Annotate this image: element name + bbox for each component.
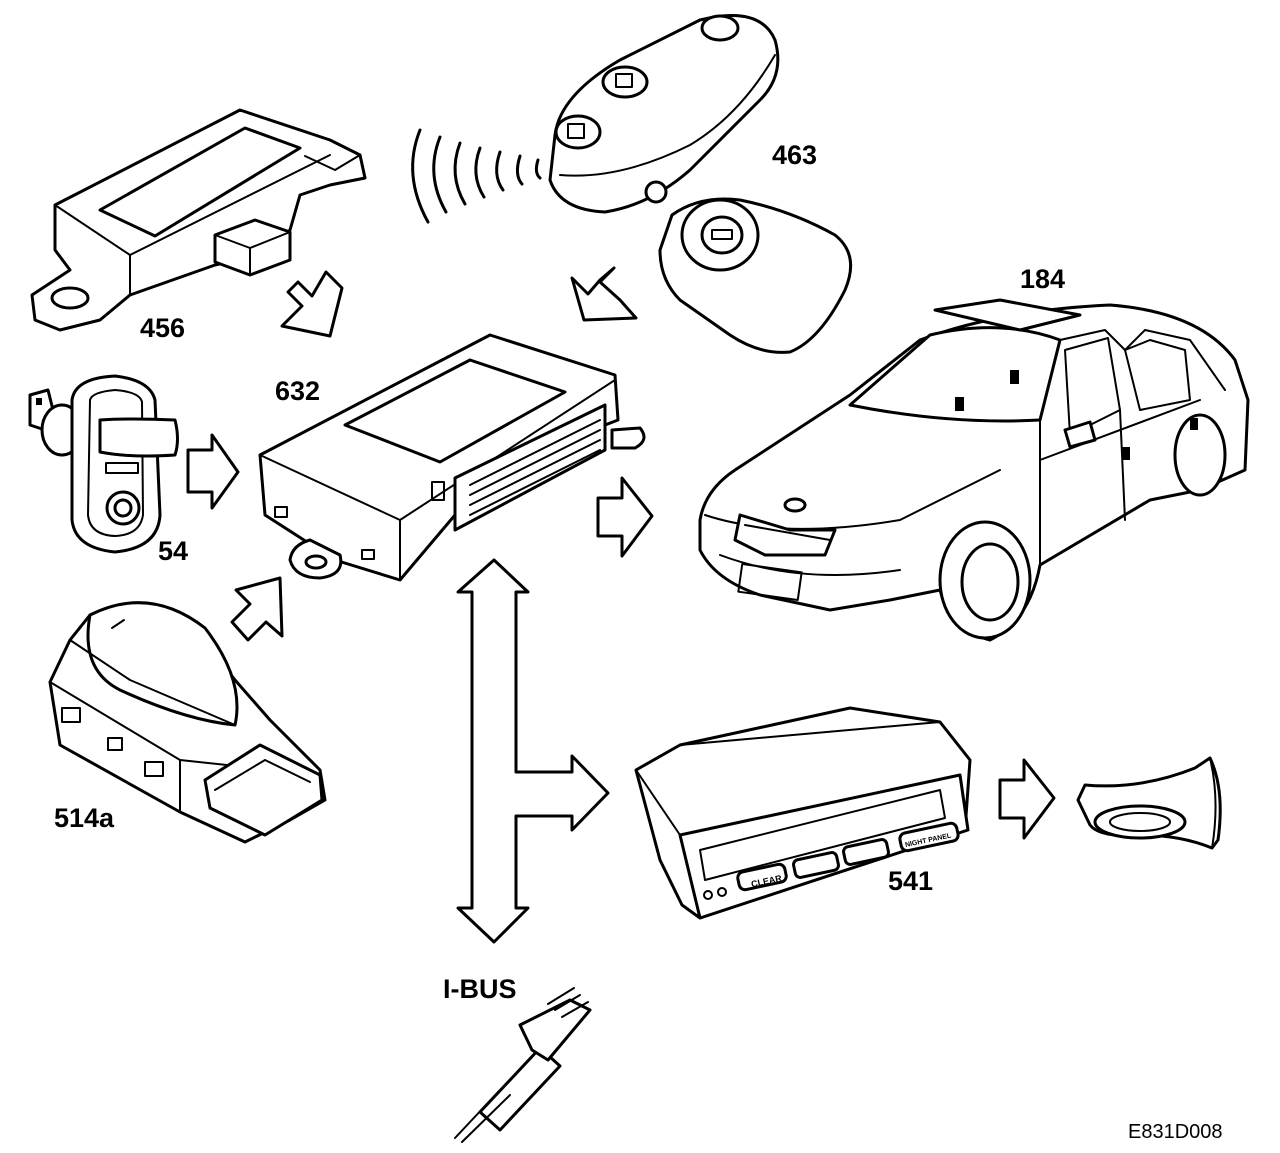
ibus-cable-icon xyxy=(454,987,592,1143)
ignition-switch xyxy=(658,197,853,354)
arrow-463-to-632-icon xyxy=(570,266,638,322)
label-463: 463 xyxy=(772,140,818,170)
label-ibus: I-BUS xyxy=(443,974,517,1004)
ibus-double-arrow-icon xyxy=(456,558,610,944)
control-module xyxy=(258,333,646,582)
label-54: 54 xyxy=(158,536,189,566)
arrow-541-to-horn-icon xyxy=(998,758,1056,840)
vehicle xyxy=(698,298,1250,642)
figure-id: E831D008 xyxy=(1128,1121,1223,1143)
rocker-switch xyxy=(48,601,327,844)
arrow-54-to-632-icon xyxy=(186,433,240,510)
display-panel: CLEAR NIGHT PANEL xyxy=(634,706,972,920)
door-switch xyxy=(28,374,179,554)
key-remote xyxy=(548,14,780,214)
label-456: 456 xyxy=(140,313,186,343)
arrow-632-to-184-icon xyxy=(596,476,654,558)
arrow-456-to-632-icon xyxy=(280,270,344,338)
alarm-sensor-unit xyxy=(30,108,367,332)
arrow-514a-to-632-icon xyxy=(230,576,284,642)
horn-icon xyxy=(1076,756,1222,850)
label-514a: 514a xyxy=(54,803,115,833)
radio-waves-icon xyxy=(411,128,542,224)
label-632: 632 xyxy=(275,376,321,406)
label-184: 184 xyxy=(1020,264,1066,294)
label-541: 541 xyxy=(888,866,934,896)
